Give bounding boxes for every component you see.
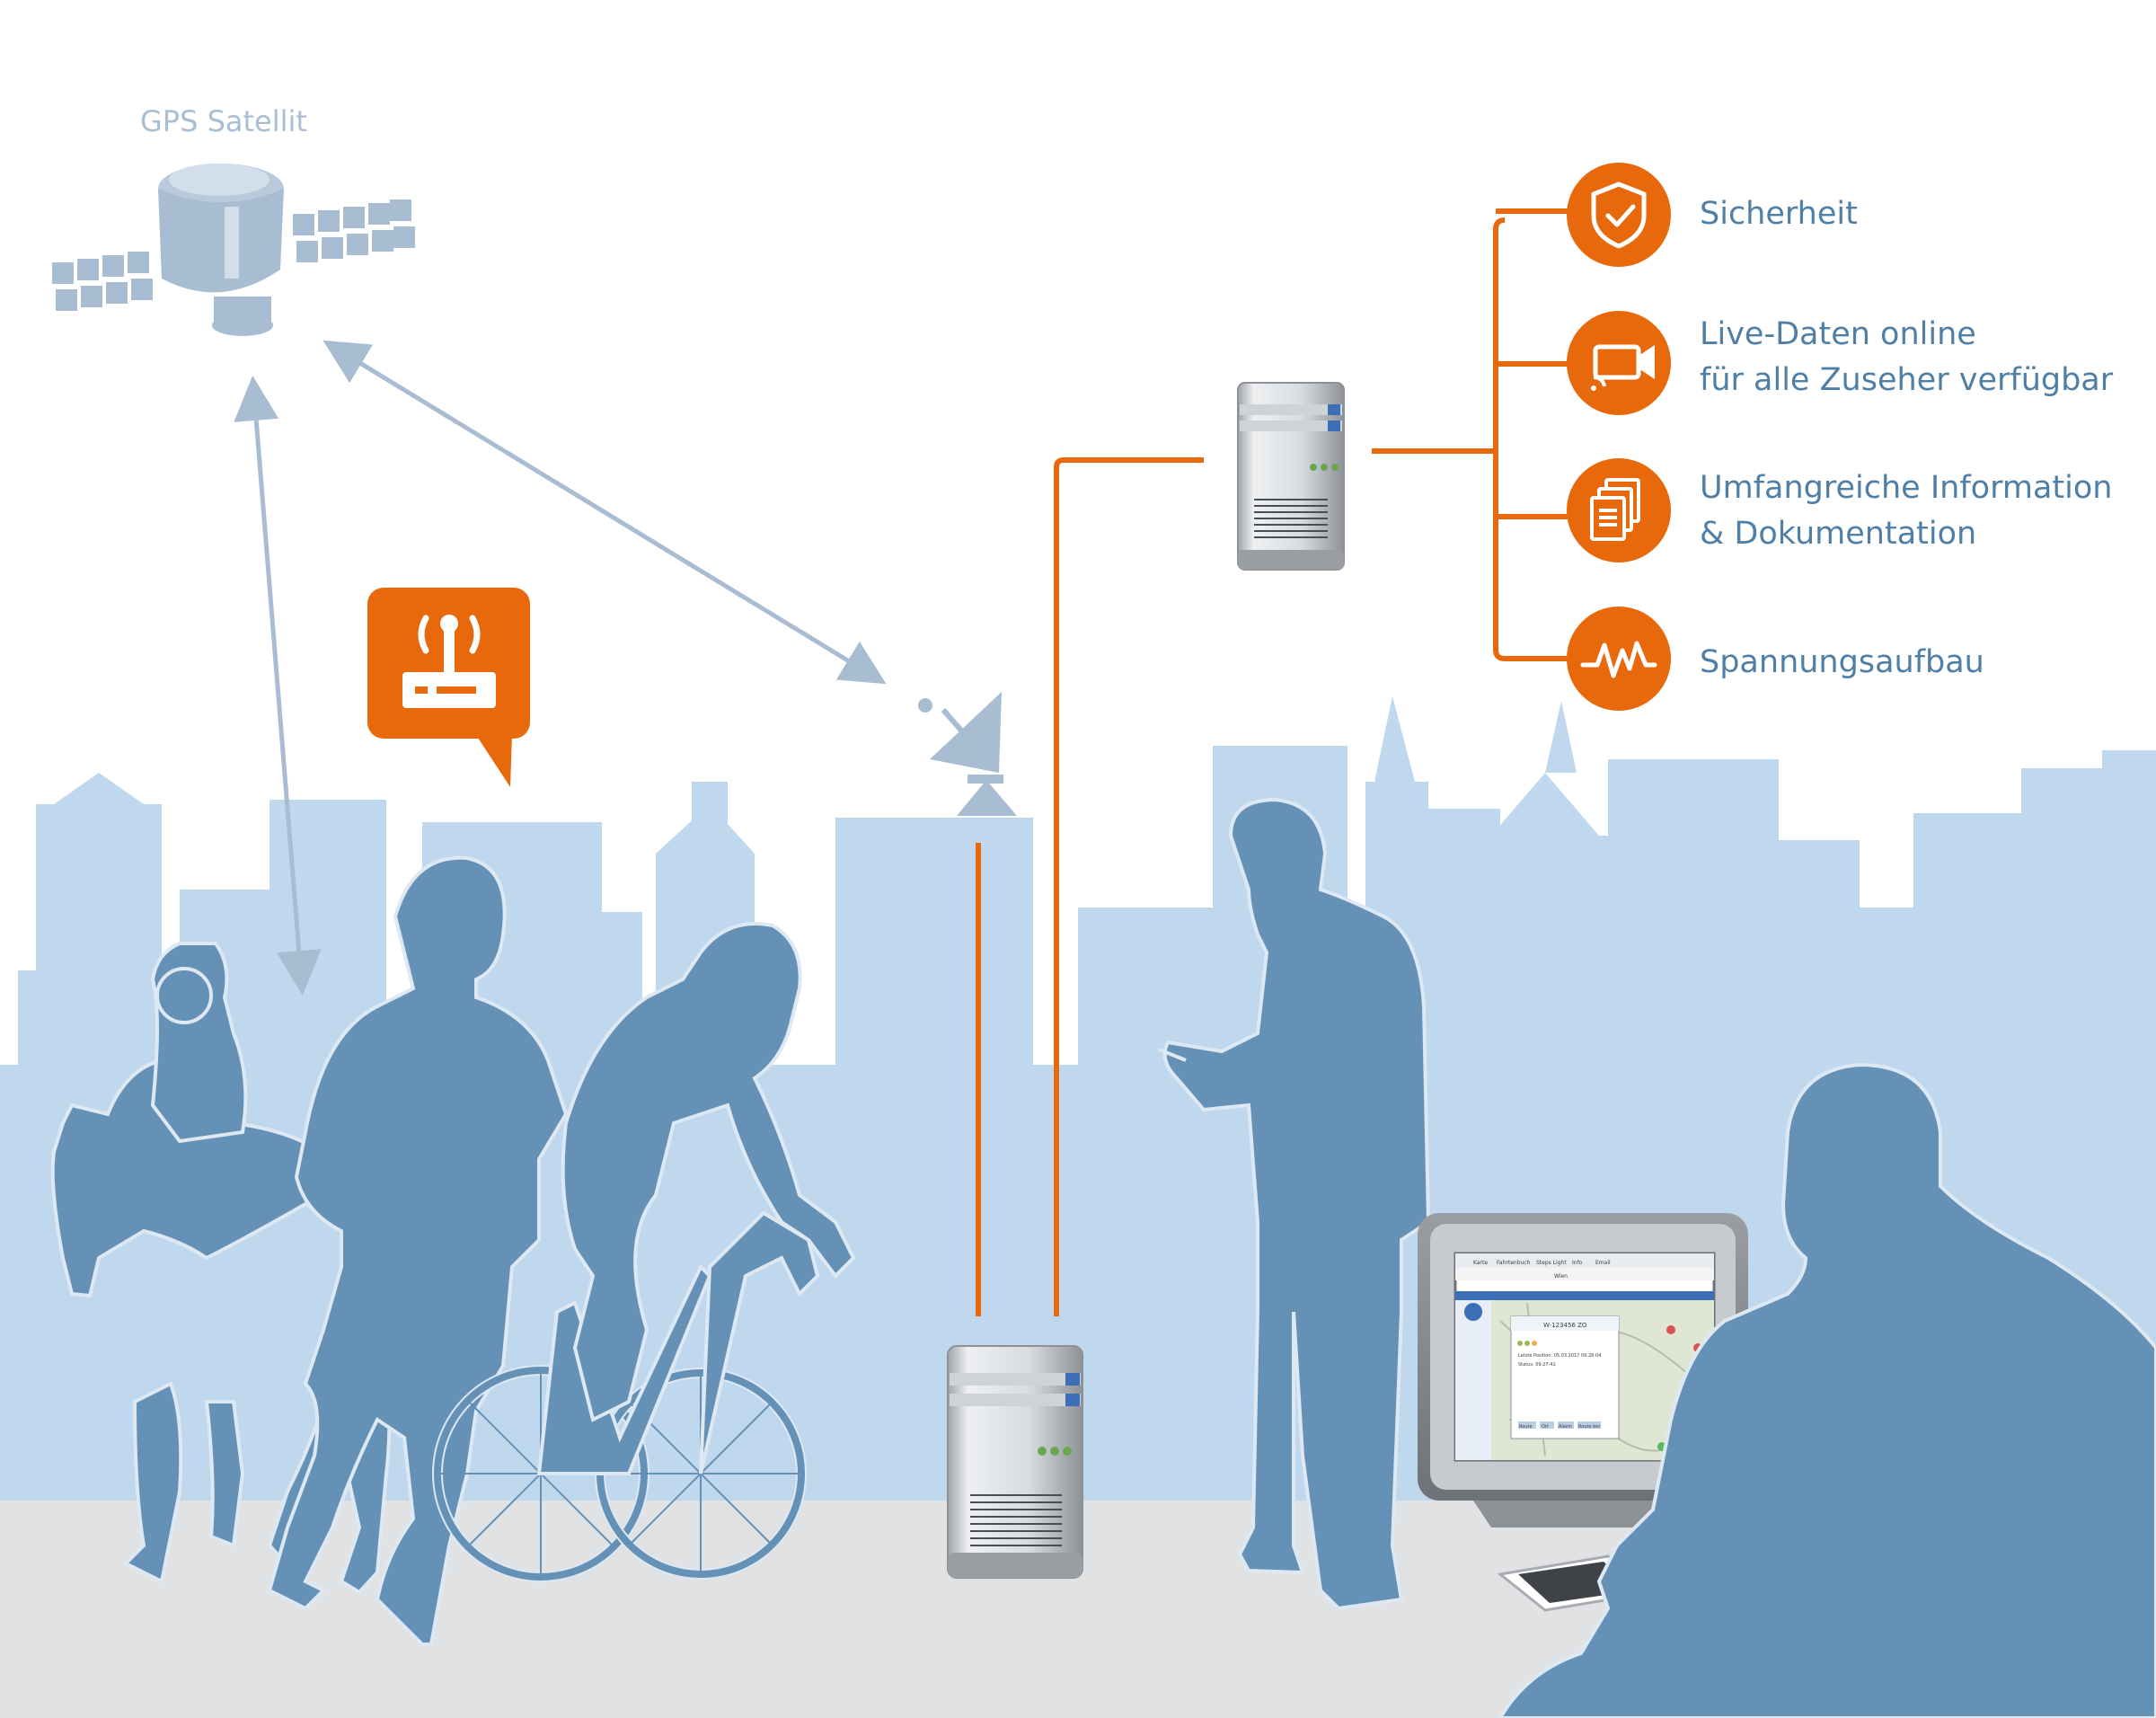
shield-check-icon [1591, 182, 1647, 249]
receiver-server-icon [947, 1345, 1083, 1579]
satellite-dish-icon [918, 692, 1017, 816]
screen-tab-3[interactable]: Steps Light [1536, 1260, 1567, 1266]
satellite-icon [52, 164, 415, 336]
gps-tracker-bubble [367, 588, 530, 787]
screen-popup-line-1: Letzte Position: 05.03.2017 09:28:04 [1518, 1353, 1601, 1359]
benefit-label-tension: Spannungsaufbau [1700, 644, 1984, 680]
screen-popup-button-3[interactable]: Alarm [1559, 1424, 1572, 1430]
data-connection-lines [976, 208, 1570, 1316]
benefit-label-live-data-1: Live-Daten online [1700, 316, 1976, 352]
screen-popup-line-2: Status: 09:27:41 [1518, 1362, 1556, 1368]
screen-popup-button-4[interactable]: Route ber. [1578, 1424, 1602, 1430]
video-camera-icon [1591, 344, 1655, 391]
benefit-label-safety: Sicherheit [1700, 196, 1858, 232]
gps-tracker-icon [402, 615, 496, 708]
screen-tab-1[interactable]: Karte [1473, 1260, 1488, 1266]
gps-link-arrow-antenna [323, 340, 887, 685]
screen-tab-2[interactable]: Fahrtenbuch [1497, 1260, 1531, 1266]
computer-monitor [1418, 1213, 1748, 1528]
benefit-label-documentation-1: Umfangreiche Information [1700, 470, 2113, 506]
cyclist-silhouette [432, 922, 856, 1582]
screen-popup-button-2[interactable]: Ort [1542, 1424, 1549, 1430]
screen-tab-5[interactable]: Email [1595, 1260, 1611, 1266]
benefit-label-documentation-2: & Dokumentation [1700, 516, 1977, 552]
cloud-server-icon [1237, 382, 1345, 571]
businessman-silhouette [1162, 797, 1431, 1611]
runner-silhouette [267, 855, 569, 1646]
screen-texts: Karte Fahrtenbuch Steps Light Info Email… [1473, 1260, 1611, 1430]
phone [1158, 1048, 1187, 1062]
screen-search-value[interactable]: Wien [1554, 1273, 1568, 1280]
documents-icon [1590, 478, 1640, 541]
gps-link-arrow-tracker [234, 376, 322, 996]
benefit-label-live-data-2: für alle Zuseher verfügbar [1700, 362, 2114, 398]
screen-popup-button-1[interactable]: Route [1519, 1424, 1533, 1430]
screen-tab-4[interactable]: Info [1572, 1260, 1583, 1266]
pulse-icon [1580, 641, 1657, 678]
screen-popup-id: W-123456 ZO [1543, 1322, 1587, 1329]
satellite-label: GPS Satellit [140, 104, 307, 138]
